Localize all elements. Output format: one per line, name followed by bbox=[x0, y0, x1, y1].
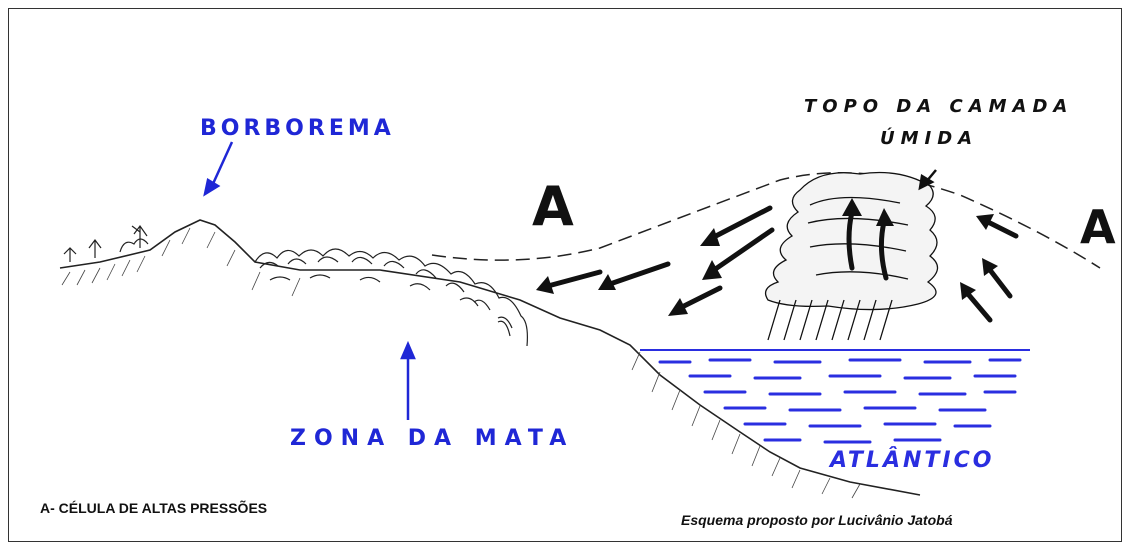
figure-caption: A- CÉLULA DE ALTAS PRESSÕES bbox=[40, 500, 268, 516]
wind-arrowheads-left bbox=[536, 228, 722, 316]
high-pressure-left: A bbox=[532, 175, 574, 238]
land-profile bbox=[59, 219, 921, 496]
zona-da-mata-pointer bbox=[400, 340, 416, 420]
borborema-pointer bbox=[203, 141, 234, 197]
land-hatching bbox=[61, 227, 861, 499]
forest-canopy bbox=[254, 248, 528, 347]
cumulus-cloud bbox=[764, 171, 939, 341]
diagram-frame bbox=[8, 8, 1122, 542]
wind-arrowheads-right bbox=[960, 214, 998, 300]
zona-da-mata-label: ZONA DA MATA bbox=[290, 426, 575, 451]
high-pressure-right: A bbox=[1080, 200, 1116, 254]
humid-layer-top-line bbox=[431, 171, 1101, 269]
updraft-arrows bbox=[846, 209, 889, 281]
updraft-arrowheads bbox=[842, 198, 894, 226]
topo-pointer bbox=[918, 169, 937, 191]
humid-layer-label-line1: TOPO DA CAMADA bbox=[804, 96, 1074, 117]
wind-arrows-left bbox=[545, 205, 775, 311]
atlantico-label: ATLÂNTICO bbox=[830, 448, 995, 473]
ocean-waves bbox=[658, 358, 1022, 444]
wind-arrows-right bbox=[965, 219, 1019, 323]
humid-layer-label-line2: ÚMIDA bbox=[880, 128, 979, 149]
borborema-shrubs bbox=[63, 224, 149, 262]
figure-credit: Esquema proposto por Lucivânio Jatobá bbox=[681, 512, 953, 528]
borborema-label: BORBOREMA bbox=[200, 116, 395, 141]
